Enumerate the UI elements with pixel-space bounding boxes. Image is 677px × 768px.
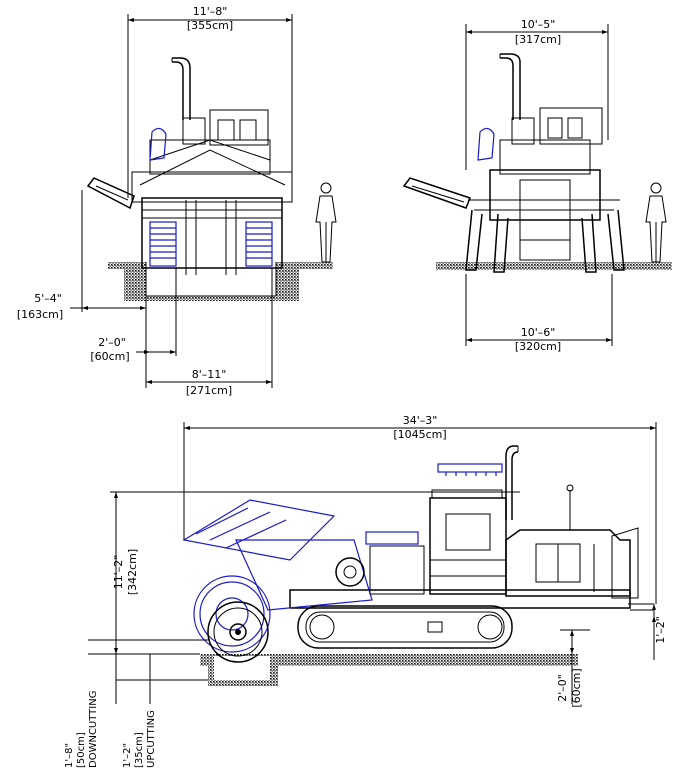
front-cut-metric: [271cm] xyxy=(186,384,232,397)
side-track xyxy=(297,605,513,649)
front-cut-dimension: 8'–11" [271cm] xyxy=(145,268,273,397)
downcutting-label: DOWNCUTTING xyxy=(88,691,99,768)
upcutting-imperial: 1'–2" xyxy=(122,743,133,768)
side-height-imperial: 11'–2" xyxy=(112,555,125,590)
side-height-dimension: 11'–2" [342cm] xyxy=(110,491,520,654)
front-machine xyxy=(86,57,293,275)
front-cut-imperial: 8'–11" xyxy=(192,368,227,381)
side-rear-dimension: 1'–2" xyxy=(652,604,667,660)
side-conveyor-top xyxy=(437,463,503,473)
front-trench-metric: [60cm] xyxy=(90,350,129,363)
side-ground xyxy=(200,654,578,666)
rear-width-metric: [317cm] xyxy=(515,33,561,46)
side-cutting-dimensions: 1'–8" [50cm] DOWNCUTTING 1'–2" [35cm] UP… xyxy=(64,639,210,768)
side-rear-imperial: 1'–2" xyxy=(654,616,667,644)
rear-person-figure xyxy=(645,182,667,263)
front-view: 11'–8" [355cm] 5'–4" [163cm] 2'–0" [60cm… xyxy=(17,5,337,397)
side-cutter-wheel xyxy=(193,575,271,653)
front-width-metric: [355cm] xyxy=(187,19,233,32)
rear-track-imperial: 10'–6" xyxy=(521,326,556,339)
front-person-figure xyxy=(315,182,337,263)
rear-track-dimension: 10'–6" [320cm] xyxy=(465,274,613,353)
upcutting-metric: [35cm] xyxy=(134,732,145,768)
front-width-imperial: 11'–8" xyxy=(193,5,228,18)
rear-track-metric: [320cm] xyxy=(515,340,561,353)
front-cutter-right xyxy=(245,221,273,267)
side-length-dimension: 34'–3" [1045cm] xyxy=(183,414,657,604)
front-reach-dimension: 5'–4" [163cm] xyxy=(17,190,147,321)
rear-machine xyxy=(402,53,625,273)
front-trench-imperial: 2'–0" xyxy=(98,336,126,349)
front-cutter-left xyxy=(149,221,177,267)
side-machine xyxy=(182,445,654,663)
downcutting-imperial: 1'–8" xyxy=(64,743,75,768)
front-reach-imperial: 5'–4" xyxy=(34,292,62,305)
downcutting-metric: [50cm] xyxy=(76,732,87,768)
upcutting-label: UPCUTTING xyxy=(146,710,157,768)
side-clearance-metric: [60cm] xyxy=(570,668,583,707)
rear-ground xyxy=(436,262,672,270)
side-clearance-imperial: 2'–0" xyxy=(556,674,569,702)
side-length-metric: [1045cm] xyxy=(393,428,446,441)
front-trench-dimension: 2'–0" [60cm] xyxy=(90,268,177,363)
side-view: 34'–3" [1045cm] 11'–2" [342cm] 2'–0" [60… xyxy=(64,414,667,768)
side-height-metric: [342cm] xyxy=(126,549,139,595)
rear-view: 10'–5" [317cm] 10'–6" [320cm] xyxy=(402,18,672,353)
side-length-imperial: 34'–3" xyxy=(403,414,438,427)
front-reach-metric: [163cm] xyxy=(17,308,63,321)
front-width-dimension: 11'–8" [355cm] xyxy=(127,5,293,198)
rear-width-dimension: 10'–5" [317cm] xyxy=(465,18,609,170)
side-clearance-dimension: 2'–0" [60cm] xyxy=(556,629,590,708)
rear-width-imperial: 10'–5" xyxy=(521,18,556,31)
